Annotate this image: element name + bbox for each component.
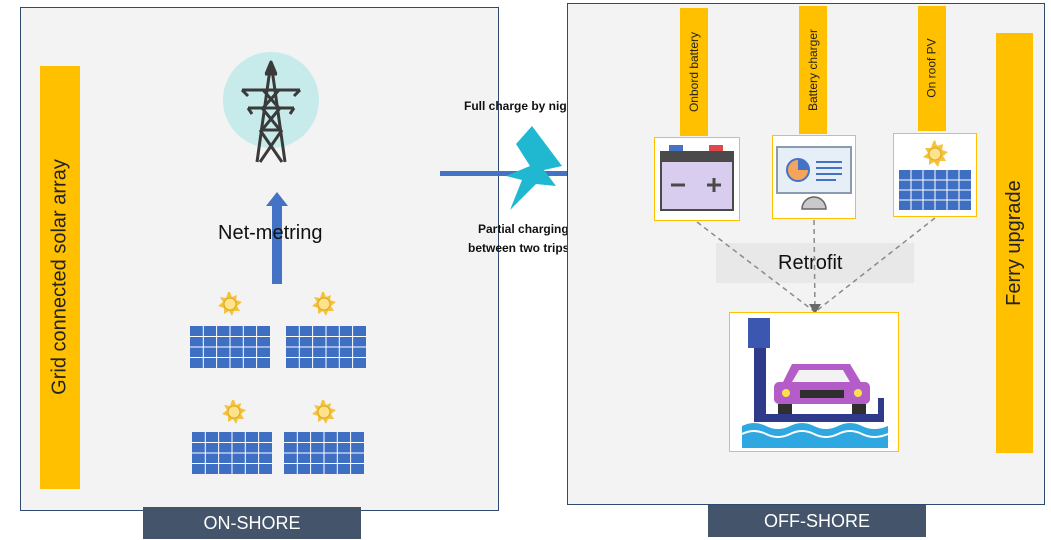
lightning-icon xyxy=(506,126,562,210)
onshore-side-bar xyxy=(40,66,80,489)
battery-label-bar xyxy=(680,8,708,136)
ferry-upgrade-bar xyxy=(996,33,1033,453)
pv-label-bar xyxy=(918,6,946,131)
battery-icon xyxy=(660,145,734,211)
full-charge-label: Full charge by night xyxy=(464,99,579,113)
roof-pv-icon xyxy=(899,140,971,210)
transmission-tower-icon xyxy=(223,52,319,163)
charger-label-bar xyxy=(799,6,827,134)
partial-charge-label-line1: Partial charging xyxy=(478,222,569,236)
net-metering-label: Net-metring xyxy=(218,222,323,244)
offshore-footer: OFF-SHORE xyxy=(708,505,926,537)
partial-charge-label-line2: between two trips xyxy=(468,241,570,255)
charger-monitor-icon xyxy=(776,146,852,210)
retrofit-label: Retrofit xyxy=(778,252,843,274)
onshore-footer: ON-SHORE xyxy=(143,507,361,539)
ferry-car-icon xyxy=(741,318,889,448)
net-metering-arrow xyxy=(266,192,288,284)
